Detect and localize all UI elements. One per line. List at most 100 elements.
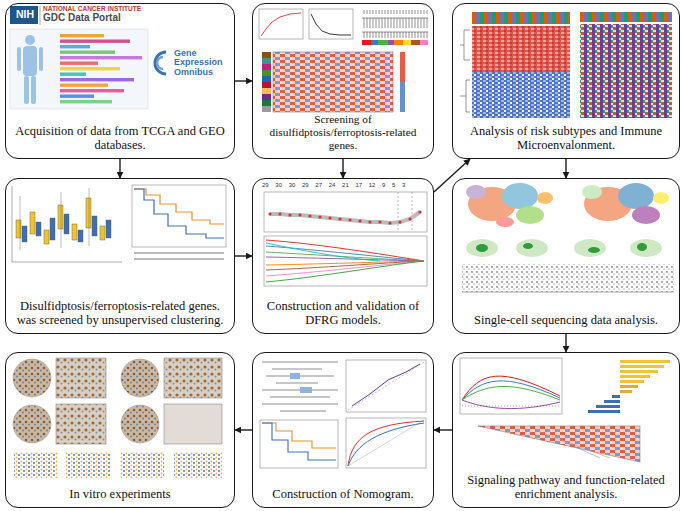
tsne-plot <box>618 183 654 209</box>
flow-arrow <box>119 159 120 178</box>
flow-arrow <box>565 334 566 352</box>
lasso-deviance <box>388 221 391 224</box>
ihc-images <box>13 359 51 397</box>
bar-chart <box>60 40 130 43</box>
module-heatmap <box>262 88 271 94</box>
survival-curve <box>260 420 338 468</box>
process-box: Single-cell sequencing data analysis. <box>452 178 680 334</box>
risk-heatmap <box>472 72 570 118</box>
survival-curve <box>134 258 224 260</box>
nomogram <box>272 369 322 370</box>
calibration-plot <box>346 360 426 412</box>
module-heatmap <box>262 52 405 112</box>
nih-logo <box>40 6 41 25</box>
roc-curve <box>346 418 426 468</box>
lasso-coefficients <box>264 236 427 286</box>
lasso-deviance <box>264 192 427 232</box>
dendrogram <box>371 40 378 45</box>
ihc-images <box>13 405 51 443</box>
bar-chart <box>60 34 142 103</box>
feature-plot <box>630 239 662 257</box>
roc-curve <box>348 423 424 466</box>
bar-chart <box>620 390 632 393</box>
process-box: In vitro experiments <box>5 352 235 508</box>
process-box: Acquisition of data from TCGA and GEO da… <box>5 3 235 159</box>
feature-plot <box>523 243 533 249</box>
tsne-plot <box>466 185 486 199</box>
bar-chart <box>60 67 120 70</box>
box-plot <box>86 198 91 228</box>
survival-curve <box>134 189 224 238</box>
body-map <box>23 46 37 76</box>
lasso-deviance <box>378 220 381 223</box>
module-heatmap <box>262 82 271 88</box>
nomogram <box>262 362 338 411</box>
bar-chart <box>620 375 650 378</box>
process-box: Signaling pathway and function-related e… <box>452 352 680 508</box>
feature-plot <box>476 244 488 252</box>
box-plot <box>30 212 35 234</box>
body-map <box>25 35 35 45</box>
tsne-plot <box>516 206 544 224</box>
nomogram <box>262 404 338 405</box>
lasso-deviance <box>268 210 421 224</box>
immune-heatmap <box>580 12 672 118</box>
gsea-plot <box>462 386 560 400</box>
ihc-images <box>56 404 106 444</box>
process-box: Analysis of risk subtypes and Immune Mic… <box>452 3 680 159</box>
feature-plot <box>637 243 647 251</box>
survival-curve <box>134 189 224 224</box>
process-box: Screening of disulfidptosis/ferroptosis-… <box>252 3 434 159</box>
module-heatmap <box>262 70 271 76</box>
lasso-coefficients <box>266 246 424 261</box>
box-plot <box>92 216 97 236</box>
immune-heatmap <box>580 24 672 118</box>
nih-logo <box>10 6 40 25</box>
body-map <box>17 47 21 71</box>
lasso-coefficients <box>264 236 427 286</box>
box-caption: Signaling pathway and function-related e… <box>459 473 673 501</box>
gsea-plot <box>462 400 560 409</box>
box-plot <box>100 226 105 240</box>
bar-chart <box>588 410 620 413</box>
lasso-coefficients <box>266 240 424 261</box>
bar-chart <box>60 62 98 65</box>
bar-chart <box>620 385 638 388</box>
ihc-images <box>121 359 159 397</box>
lasso-deviance <box>264 192 427 232</box>
nomogram <box>276 383 318 384</box>
flow-arrow <box>235 80 252 81</box>
module-heatmap <box>262 58 271 64</box>
gsea-plot <box>460 358 562 414</box>
box-plot <box>44 230 49 244</box>
nomogram <box>280 411 326 412</box>
box-plot <box>16 220 21 238</box>
lasso-deviance <box>298 213 301 216</box>
lasso-deviance <box>288 213 291 216</box>
tsne-plot <box>582 185 602 199</box>
calibration-plot <box>348 362 424 410</box>
bar-chart <box>604 400 620 403</box>
box-plot <box>12 262 122 263</box>
correlation-matrix <box>540 432 610 458</box>
lasso-coefficients <box>266 252 424 261</box>
dendrogram <box>378 40 388 45</box>
bar-chart <box>60 84 108 87</box>
tsne-plot <box>653 192 669 204</box>
box-plot <box>12 186 13 262</box>
gsea-plot <box>462 406 560 407</box>
box-caption: Construction of Nomogram. <box>259 487 427 501</box>
dot-plots <box>174 452 222 478</box>
dendrogram <box>362 40 371 45</box>
line-plot <box>259 9 353 39</box>
line-plot <box>309 9 353 39</box>
nih-logo <box>10 6 38 24</box>
lasso-deviance <box>278 212 281 215</box>
flow-arrow <box>565 159 566 178</box>
box-plot <box>22 226 27 242</box>
dot-plots <box>66 452 110 478</box>
bar-chart <box>588 360 670 413</box>
gsea-plot <box>462 376 560 400</box>
dendrogram <box>394 40 403 45</box>
